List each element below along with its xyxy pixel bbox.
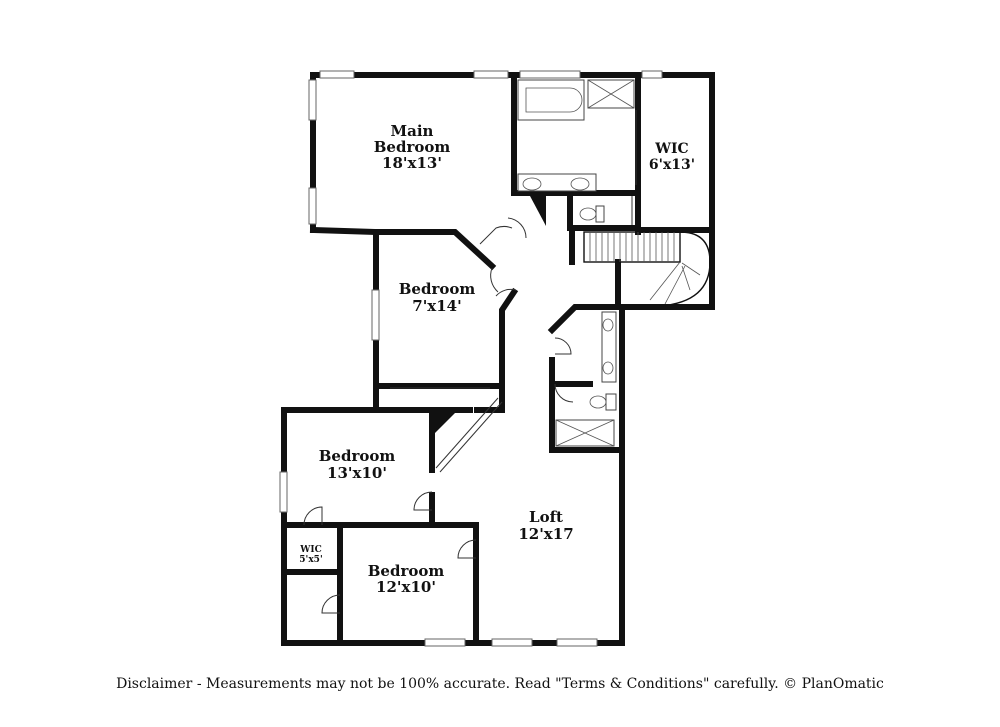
bedroom-3-name: Bedroom bbox=[319, 447, 396, 465]
bedroom-2-name: Bedroom bbox=[399, 280, 476, 298]
main-bedroom-name-line2: Bedroom bbox=[374, 138, 451, 156]
bedroom-2-size: 7'x14' bbox=[412, 297, 461, 315]
wall-fills bbox=[432, 196, 546, 436]
bedroom-4-size: 12'x10' bbox=[376, 578, 436, 596]
bedroom-3-size: 13'x10' bbox=[327, 464, 387, 482]
windows bbox=[279, 70, 663, 647]
doors bbox=[303, 110, 637, 614]
small-wic-size: 5'x5' bbox=[299, 555, 322, 565]
interior-walls bbox=[281, 72, 715, 646]
room-labels: Main Bedroom 18'x13' WIC 6'x13' Bedroom … bbox=[299, 122, 695, 596]
stairs bbox=[583, 231, 711, 307]
disclaimer-text: Disclaimer - Measurements may not be 100… bbox=[116, 676, 884, 692]
main-wic-size: 6'x13' bbox=[649, 157, 695, 173]
small-wic-name: WIC bbox=[299, 545, 321, 555]
main-bedroom-size: 18'x13' bbox=[382, 154, 442, 172]
loft-name: Loft bbox=[529, 508, 563, 526]
loft-size: 12'x17 bbox=[518, 525, 573, 543]
bedroom-4-name: Bedroom bbox=[368, 562, 445, 580]
main-bedroom-name-line1: Main bbox=[391, 122, 434, 140]
outer-walls bbox=[281, 72, 715, 646]
bath-fixtures bbox=[517, 79, 635, 447]
main-wic-name: WIC bbox=[654, 141, 688, 157]
